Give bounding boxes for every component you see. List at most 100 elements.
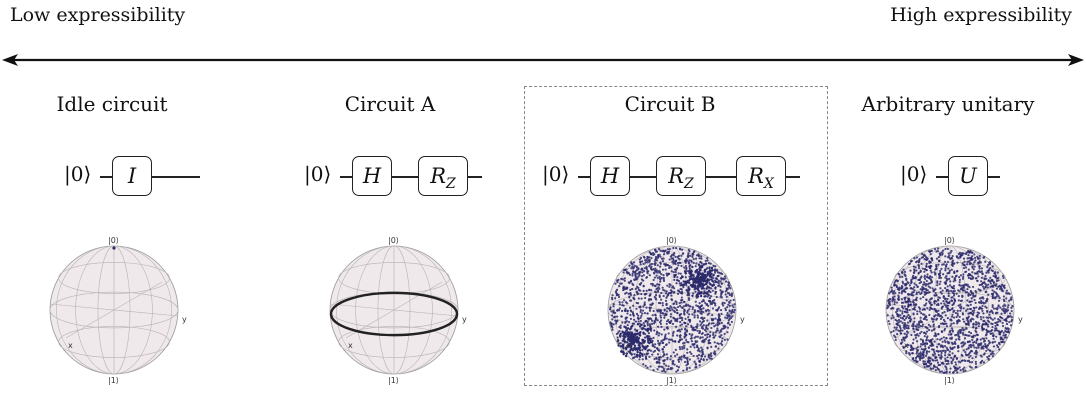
title-idle-circuit: Idle circuit xyxy=(56,92,168,116)
state-point xyxy=(970,335,973,338)
state-point xyxy=(693,314,696,317)
state-point xyxy=(993,317,996,320)
state-point xyxy=(638,258,641,261)
state-point xyxy=(990,269,993,272)
state-point xyxy=(964,333,967,337)
state-point xyxy=(660,276,663,280)
state-point xyxy=(917,323,921,326)
state-point xyxy=(952,287,956,290)
state-point xyxy=(648,323,652,326)
state-point xyxy=(673,278,676,281)
state-point xyxy=(974,259,977,262)
state-point xyxy=(662,253,666,256)
state-point xyxy=(657,247,661,251)
state-point xyxy=(688,264,691,267)
low-expressibility-label: Low expressibility xyxy=(10,4,186,26)
state-point xyxy=(696,323,699,326)
state-point xyxy=(683,266,686,269)
state-point xyxy=(946,317,949,320)
state-point xyxy=(912,327,915,330)
state-point xyxy=(681,345,684,349)
state-point xyxy=(923,304,926,307)
state-point xyxy=(626,323,629,327)
state-point xyxy=(941,289,944,292)
state-point xyxy=(623,309,626,312)
state-point xyxy=(981,304,984,308)
state-point-cluster xyxy=(636,332,640,335)
state-point-cluster xyxy=(622,337,625,340)
state-point xyxy=(964,266,968,269)
state-point xyxy=(633,278,636,281)
state-point xyxy=(643,293,646,296)
state-point xyxy=(674,354,677,358)
state-point xyxy=(982,337,986,340)
state-point xyxy=(676,311,679,314)
state-point xyxy=(644,355,648,358)
state-point xyxy=(653,349,657,352)
state-point xyxy=(671,285,675,288)
state-point xyxy=(969,262,973,265)
state-point xyxy=(925,330,929,333)
state-point xyxy=(967,260,970,263)
state-point xyxy=(918,281,921,285)
state-point xyxy=(918,358,922,361)
state-point xyxy=(925,318,928,321)
state-point xyxy=(982,256,985,259)
state-point xyxy=(944,365,947,368)
state-point xyxy=(1004,333,1007,336)
state-point xyxy=(615,292,618,295)
state-point xyxy=(672,260,675,263)
state-point xyxy=(697,353,701,357)
state-point xyxy=(674,262,677,266)
state-point xyxy=(714,345,718,348)
state-point xyxy=(978,267,981,270)
state-point xyxy=(901,306,904,309)
state-point xyxy=(675,302,678,306)
state-point xyxy=(971,265,974,268)
state-point xyxy=(696,344,699,347)
state-point xyxy=(681,298,684,302)
state-point xyxy=(930,271,933,274)
state-point xyxy=(986,355,989,359)
state-point xyxy=(649,365,652,368)
state-point xyxy=(1005,310,1008,313)
state-point xyxy=(648,274,651,277)
state-point-cluster xyxy=(617,344,620,347)
state-point xyxy=(932,367,935,370)
state-point xyxy=(930,362,933,365)
state-point xyxy=(946,309,949,313)
state-point xyxy=(903,298,906,301)
state-point xyxy=(941,340,944,343)
state-point xyxy=(887,299,890,303)
state-point xyxy=(614,315,617,318)
state-point xyxy=(921,340,925,343)
state-point xyxy=(958,281,961,284)
state-point xyxy=(905,330,909,333)
state-point xyxy=(1003,311,1006,315)
state-point xyxy=(640,292,643,296)
state-point xyxy=(972,318,975,321)
state-point xyxy=(940,344,943,347)
state-point xyxy=(653,295,656,299)
state-point xyxy=(674,319,677,322)
state-point xyxy=(687,256,690,259)
state-point xyxy=(946,260,949,264)
state-point xyxy=(680,282,683,285)
state-point xyxy=(939,276,943,279)
state-point xyxy=(988,349,992,352)
state-point xyxy=(683,346,686,349)
state-point xyxy=(980,301,983,304)
state-point xyxy=(1005,336,1008,339)
state-point xyxy=(646,322,649,325)
state-point xyxy=(646,320,649,323)
state-point xyxy=(712,318,715,321)
state-point xyxy=(950,360,953,364)
state-point xyxy=(899,320,902,323)
state-point xyxy=(710,345,713,348)
state-point xyxy=(982,285,985,288)
state-point xyxy=(978,283,981,287)
state-point xyxy=(664,263,667,266)
state-point xyxy=(670,319,673,322)
state-point xyxy=(618,285,621,288)
state-point xyxy=(928,277,931,280)
